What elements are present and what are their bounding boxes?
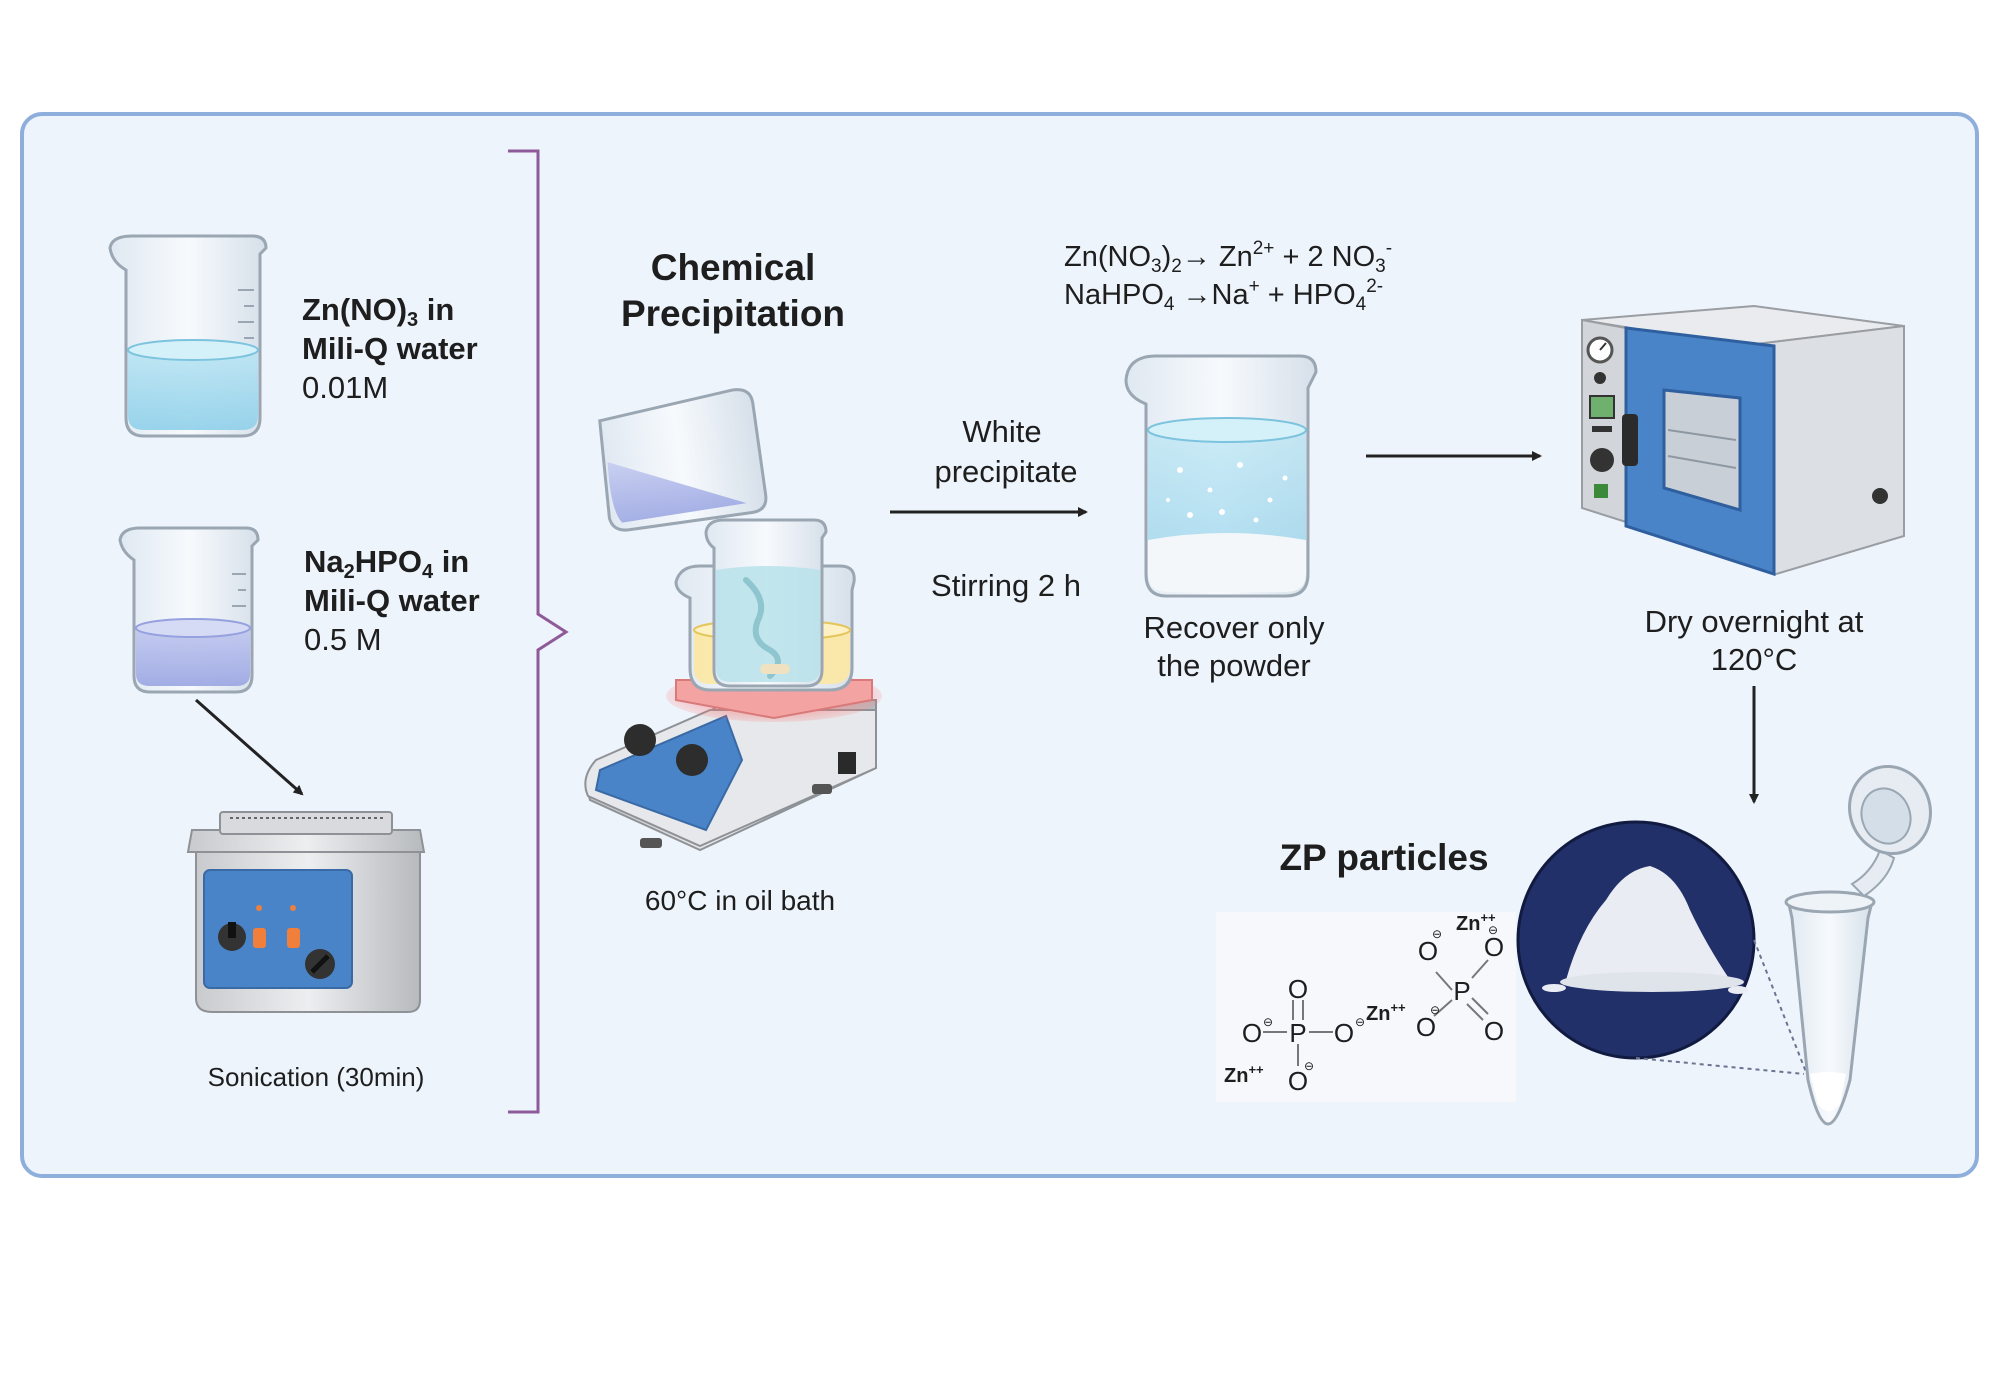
zn-ion-2: Zn++ <box>1366 1000 1406 1025</box>
reagent2-label: Na2HPO4 in Mili-Q water 0.5 M <box>304 544 480 657</box>
reagent1-formula-prefix: Zn(NO) <box>302 292 407 327</box>
arrow1-label-line2: precipitate <box>934 454 1077 489</box>
charge-6: ⊖ <box>1430 1003 1440 1017</box>
charge-1: ⊖ <box>1263 1015 1273 1029</box>
reagent1-label: Zn(NO)3 in Mili-Q water 0.01M <box>302 292 478 405</box>
eq2-a-sub: 4 <box>1164 294 1175 315</box>
eq1-b: ) <box>1162 241 1172 273</box>
atom-o-4: O <box>1288 1066 1308 1096</box>
recover-label-line1: Recover only <box>1144 610 1325 645</box>
eq2-b: →Na <box>1175 279 1250 311</box>
atom-o-3: O <box>1334 1018 1354 1048</box>
microcentrifuge-tube-icon <box>1784 764 1932 1126</box>
beaker-sodium-phosphate-icon <box>118 526 260 694</box>
svg-text:Na2HPO4 in: Na2HPO4 in <box>304 544 469 583</box>
dry-label-line1: Dry overnight at <box>1645 604 1864 639</box>
inner-beaker-icon <box>704 518 828 688</box>
reagent1-solvent: Mili-Q water <box>302 331 478 366</box>
structure-box <box>1216 912 1516 1102</box>
zn-ion-1-symbol: Zn <box>1224 1065 1248 1087</box>
arrow-to-sonicator <box>195 698 304 796</box>
reagent2-concentration: 0.5 M <box>304 622 382 657</box>
process-panel <box>20 112 1979 1178</box>
dry-label-line2: 120°C <box>1711 642 1798 677</box>
zn-ion-3: Zn++ <box>1456 910 1496 935</box>
reagent1-formula-sub: 3 <box>407 309 418 331</box>
drying-oven-icon <box>1581 304 1905 577</box>
atom-o-2: O <box>1242 1018 1262 1048</box>
atom-o-7: O <box>1484 1016 1504 1046</box>
zn-ion-3-symbol: Zn <box>1456 913 1480 935</box>
charge-3: ⊖ <box>1304 1059 1314 1073</box>
zn-ion-1-charge: ++ <box>1248 1062 1264 1077</box>
eq1-b-sub: 2 <box>1171 256 1182 277</box>
precipitation-title-line1: Chemical <box>651 247 816 288</box>
reagent2-formula-sub2: 4 <box>422 561 434 583</box>
eq2-b-sup: + <box>1249 276 1260 297</box>
arrow1-label-line1: White <box>962 414 1041 449</box>
reagent2-formula-mid: HPO <box>355 544 422 579</box>
equation-1: Zn(NO3)2→ Zn2+ + 2 NO3- <box>1064 238 1392 277</box>
reagent1-formula-suffix: in <box>418 292 454 327</box>
eq1-c: → Zn <box>1182 241 1253 273</box>
atom-o-8: O <box>1416 1012 1436 1042</box>
reagent2-formula-prefix: Na <box>304 544 344 579</box>
ultrasonic-bath-icon <box>186 811 426 1013</box>
eq2-a: NaHPO <box>1064 279 1164 311</box>
precipitate-beaker-icon <box>1124 354 1318 598</box>
atom-p-2: P <box>1453 976 1470 1006</box>
eq2-c-sup: 2- <box>1366 276 1383 297</box>
atom-o-6: O <box>1484 932 1504 962</box>
reagent2-solvent: Mili-Q water <box>304 583 480 618</box>
atom-o-1: O <box>1288 974 1308 1004</box>
eq2-c-sub: 4 <box>1356 294 1367 315</box>
beaker-zinc-nitrate-icon <box>108 234 268 438</box>
reagent2-formula-suffix: in <box>433 544 469 579</box>
recover-label-line2: the powder <box>1157 648 1310 683</box>
reagent1-concentration: 0.01M <box>302 370 388 405</box>
sonication-label: Sonication (30min) <box>208 1062 425 1092</box>
precipitation-title-line2: Precipitation <box>621 293 845 334</box>
zn-ion-2-symbol: Zn <box>1366 1003 1390 1025</box>
eq1-d-sub: 3 <box>1375 256 1386 277</box>
oil-bath-label: 60°C in oil bath <box>645 885 835 916</box>
arrow1-label-bottom: Stirring 2 h <box>931 568 1081 603</box>
atom-o-5: O <box>1418 936 1438 966</box>
pouring-beaker-icon <box>598 388 768 532</box>
eq1-d: + 2 NO <box>1274 241 1375 273</box>
zinc-phosphate-structure-diagram: O O ⊖ P O ⊖ O ⊖ Zn++ Zn++ Zn++ O ⊖ O ⊖ P… <box>1216 910 1516 1102</box>
zp-powder-icon <box>1516 820 1807 1075</box>
eq1-a: Zn(NO <box>1064 241 1151 273</box>
combine-bracket <box>508 149 569 1114</box>
eq1-c-sup: 2+ <box>1253 238 1275 259</box>
zn-ion-3-charge: ++ <box>1480 910 1496 925</box>
charge-4: ⊖ <box>1432 927 1442 941</box>
charge-5: ⊖ <box>1488 923 1498 937</box>
atom-p-1: P <box>1289 1018 1306 1048</box>
charge-2: ⊖ <box>1355 1015 1365 1029</box>
reagent2-formula-sub1: 2 <box>344 561 355 583</box>
equation-2: NaHPO4 →Na+ + HPO42- <box>1064 276 1383 315</box>
product-title: ZP particles <box>1279 837 1488 878</box>
eq1-d-sup: - <box>1386 238 1392 259</box>
eq1-a-sub: 3 <box>1151 256 1162 277</box>
eq2-c: + HPO <box>1260 279 1356 311</box>
zn-ion-1: Zn++ <box>1224 1062 1264 1087</box>
svg-text:Zn(NO)3 in: Zn(NO)3 in <box>302 292 454 331</box>
zn-ion-2-charge: ++ <box>1390 1000 1406 1015</box>
